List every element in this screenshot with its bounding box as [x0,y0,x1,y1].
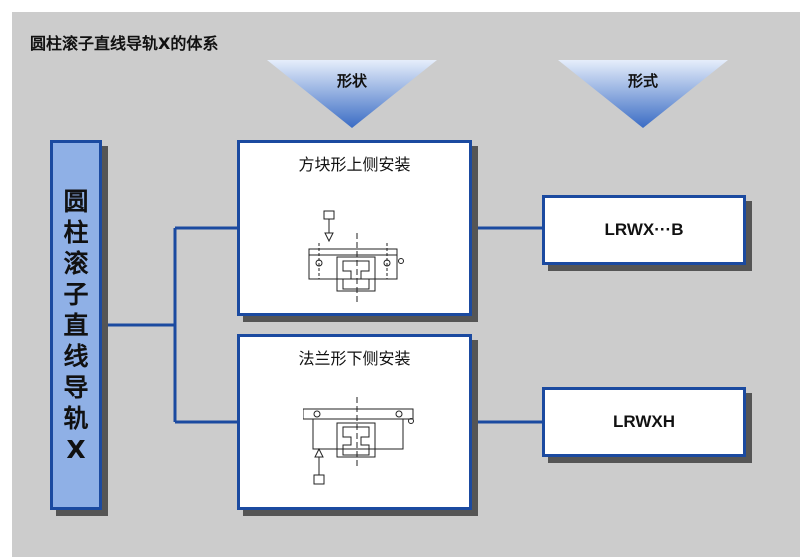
shape-header-label: 形状 [336,72,367,90]
type-header-label: 形式 [627,72,658,90]
type-label-lrwxh: LRWXH [612,412,675,431]
block-top-mount-drawing [308,210,404,303]
shape-header-arrow [267,60,437,128]
type-header-arrow [558,60,728,128]
shape-label-flange-bottom: 法兰形下侧安装 [298,349,411,368]
vertical-title-label: 圆柱滚子直线导轨X [63,186,89,464]
vertical-title-box: 圆柱滚子直线导轨X [50,140,102,510]
shape-label-block-top: 方块形上侧安装 [298,155,411,174]
type-box-lrwxh: LRWXH [542,387,746,457]
type-box-lrwx-b: LRWX···B [542,195,746,265]
shape-box-flange-bottom: 法兰形下侧安装 [237,334,472,510]
diagram-title: 圆柱滚子直线导轨X的体系 [30,34,219,53]
type-label-lrwx-b: LRWX···B [604,220,684,239]
flange-bottom-mount-drawing [303,397,414,485]
shape-header: 形状 [267,60,437,130]
shape-box-block-top: 方块形上侧安装 [237,140,472,316]
type-header: 形式 [558,60,728,130]
